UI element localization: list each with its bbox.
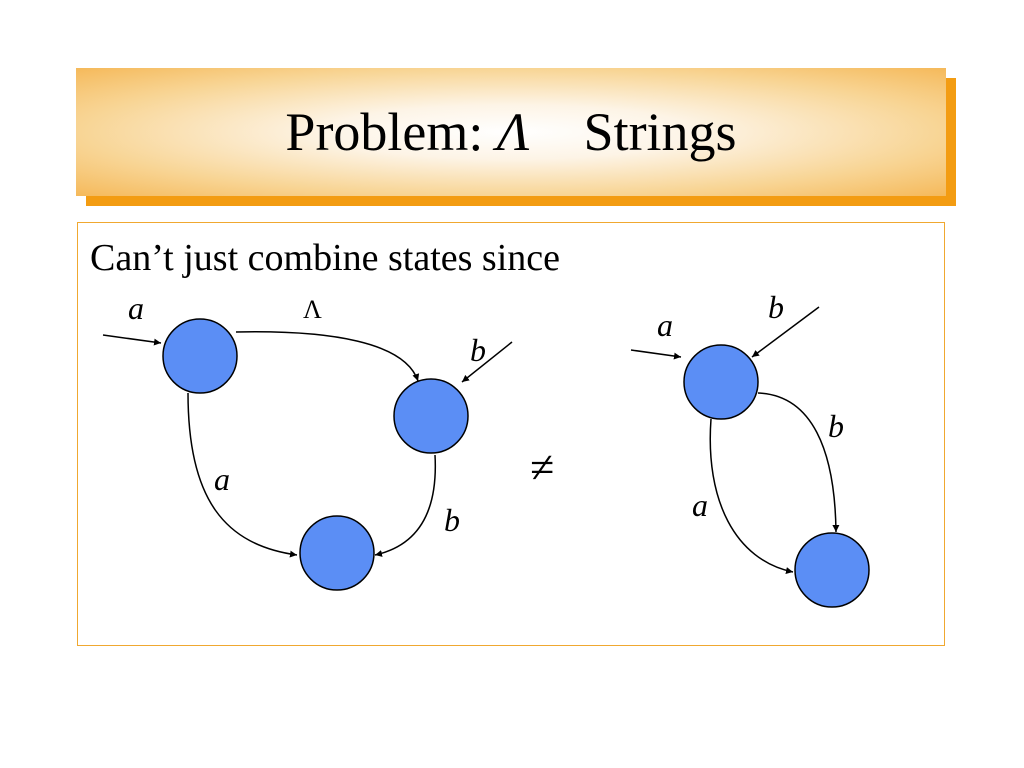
left-incoming-b-arrow xyxy=(461,341,513,383)
left-state-right xyxy=(393,378,469,454)
title-prefix: Problem: xyxy=(285,102,497,162)
left-edge-b-label: b xyxy=(444,502,460,538)
left-edge-a-label: a xyxy=(214,461,230,497)
right-incoming-b-label: b xyxy=(768,289,784,325)
right-edge-b xyxy=(757,392,840,533)
right-entry-label: a xyxy=(657,307,673,343)
title-banner: Problem: Λ Strings xyxy=(76,68,946,196)
left-state-top xyxy=(162,318,238,394)
right-edge-a-label: a xyxy=(692,487,708,523)
title-lambda-symbol: Λ xyxy=(496,102,530,162)
left-lambda-label: Λ xyxy=(303,295,322,324)
right-edge-b-label: b xyxy=(828,408,844,444)
left-entry-arrow xyxy=(102,334,162,346)
right-incoming-b-arrow xyxy=(751,306,820,358)
left-state-bottom xyxy=(299,515,375,591)
right-state-bottom xyxy=(794,532,870,608)
right-state-top xyxy=(683,344,759,420)
right-entry-arrow xyxy=(630,349,682,360)
lead-text: Can’t just combine states since xyxy=(90,237,560,279)
left-edge-b xyxy=(374,454,437,557)
left-entry-label: a xyxy=(128,290,144,326)
slide-title: Problem: Λ Strings xyxy=(285,101,736,163)
not-equal-symbol: ≠ xyxy=(530,443,554,492)
left-incoming-b-label: b xyxy=(470,332,486,368)
left-lambda-edge xyxy=(235,331,420,382)
content-frame xyxy=(77,222,945,646)
title-suffix: Strings xyxy=(583,102,737,162)
right-edge-a xyxy=(709,418,794,575)
left-edge-a xyxy=(187,392,298,558)
